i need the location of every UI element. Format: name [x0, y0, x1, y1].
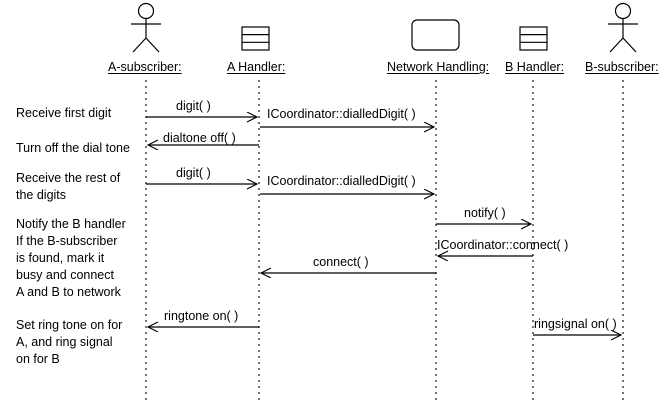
- message-label-m6: notify( ): [464, 206, 506, 220]
- note-turn-off-dial-tone: Turn off the dial tone: [16, 141, 130, 155]
- message-label-m1: digit( ): [176, 99, 211, 113]
- participant-label-a-subscriber: A-subscriber:: [108, 60, 182, 74]
- message-label-m4: digit( ): [176, 166, 211, 180]
- note-receive-rest-of-digits: Receive the rest of the digits: [16, 171, 121, 202]
- entity-box-icon-a-handler: [241, 26, 270, 51]
- rounded-rect-icon-network-handling: [411, 19, 460, 51]
- message-label-m3: dialtone off( ): [163, 131, 236, 145]
- message-label-m7: ICoordinator::connect( ): [437, 238, 569, 252]
- message-label-m2: ICoordinator::dialledDigit( ): [267, 107, 416, 121]
- participant-label-network-handling: Network Handling:: [387, 60, 490, 74]
- participant-label-b-handler: B Handler:: [505, 60, 565, 74]
- message-label-m5: ICoordinator::dialledDigit( ): [267, 174, 416, 188]
- note-receive-first-digit: Receive first digit: [16, 106, 112, 120]
- message-label-m10: ringsignal on( ): [534, 317, 617, 331]
- message-label-m8: connect( ): [313, 255, 369, 269]
- note-set-ring-tone: Set ring tone on for A, and ring signal …: [16, 318, 123, 366]
- participant-label-b-subscriber: B-subscriber:: [585, 60, 659, 74]
- actor-stick-figure-icon-a-subscriber: [131, 2, 161, 53]
- entity-box-icon-b-handler: [519, 26, 548, 51]
- note-notify-b-handler: Notify the B handler If the B-subscriber…: [16, 217, 126, 299]
- participant-label-a-handler: A Handler:: [227, 60, 286, 74]
- actor-stick-figure-icon-b-subscriber: [608, 2, 638, 53]
- message-label-m9: ringtone on( ): [164, 309, 239, 323]
